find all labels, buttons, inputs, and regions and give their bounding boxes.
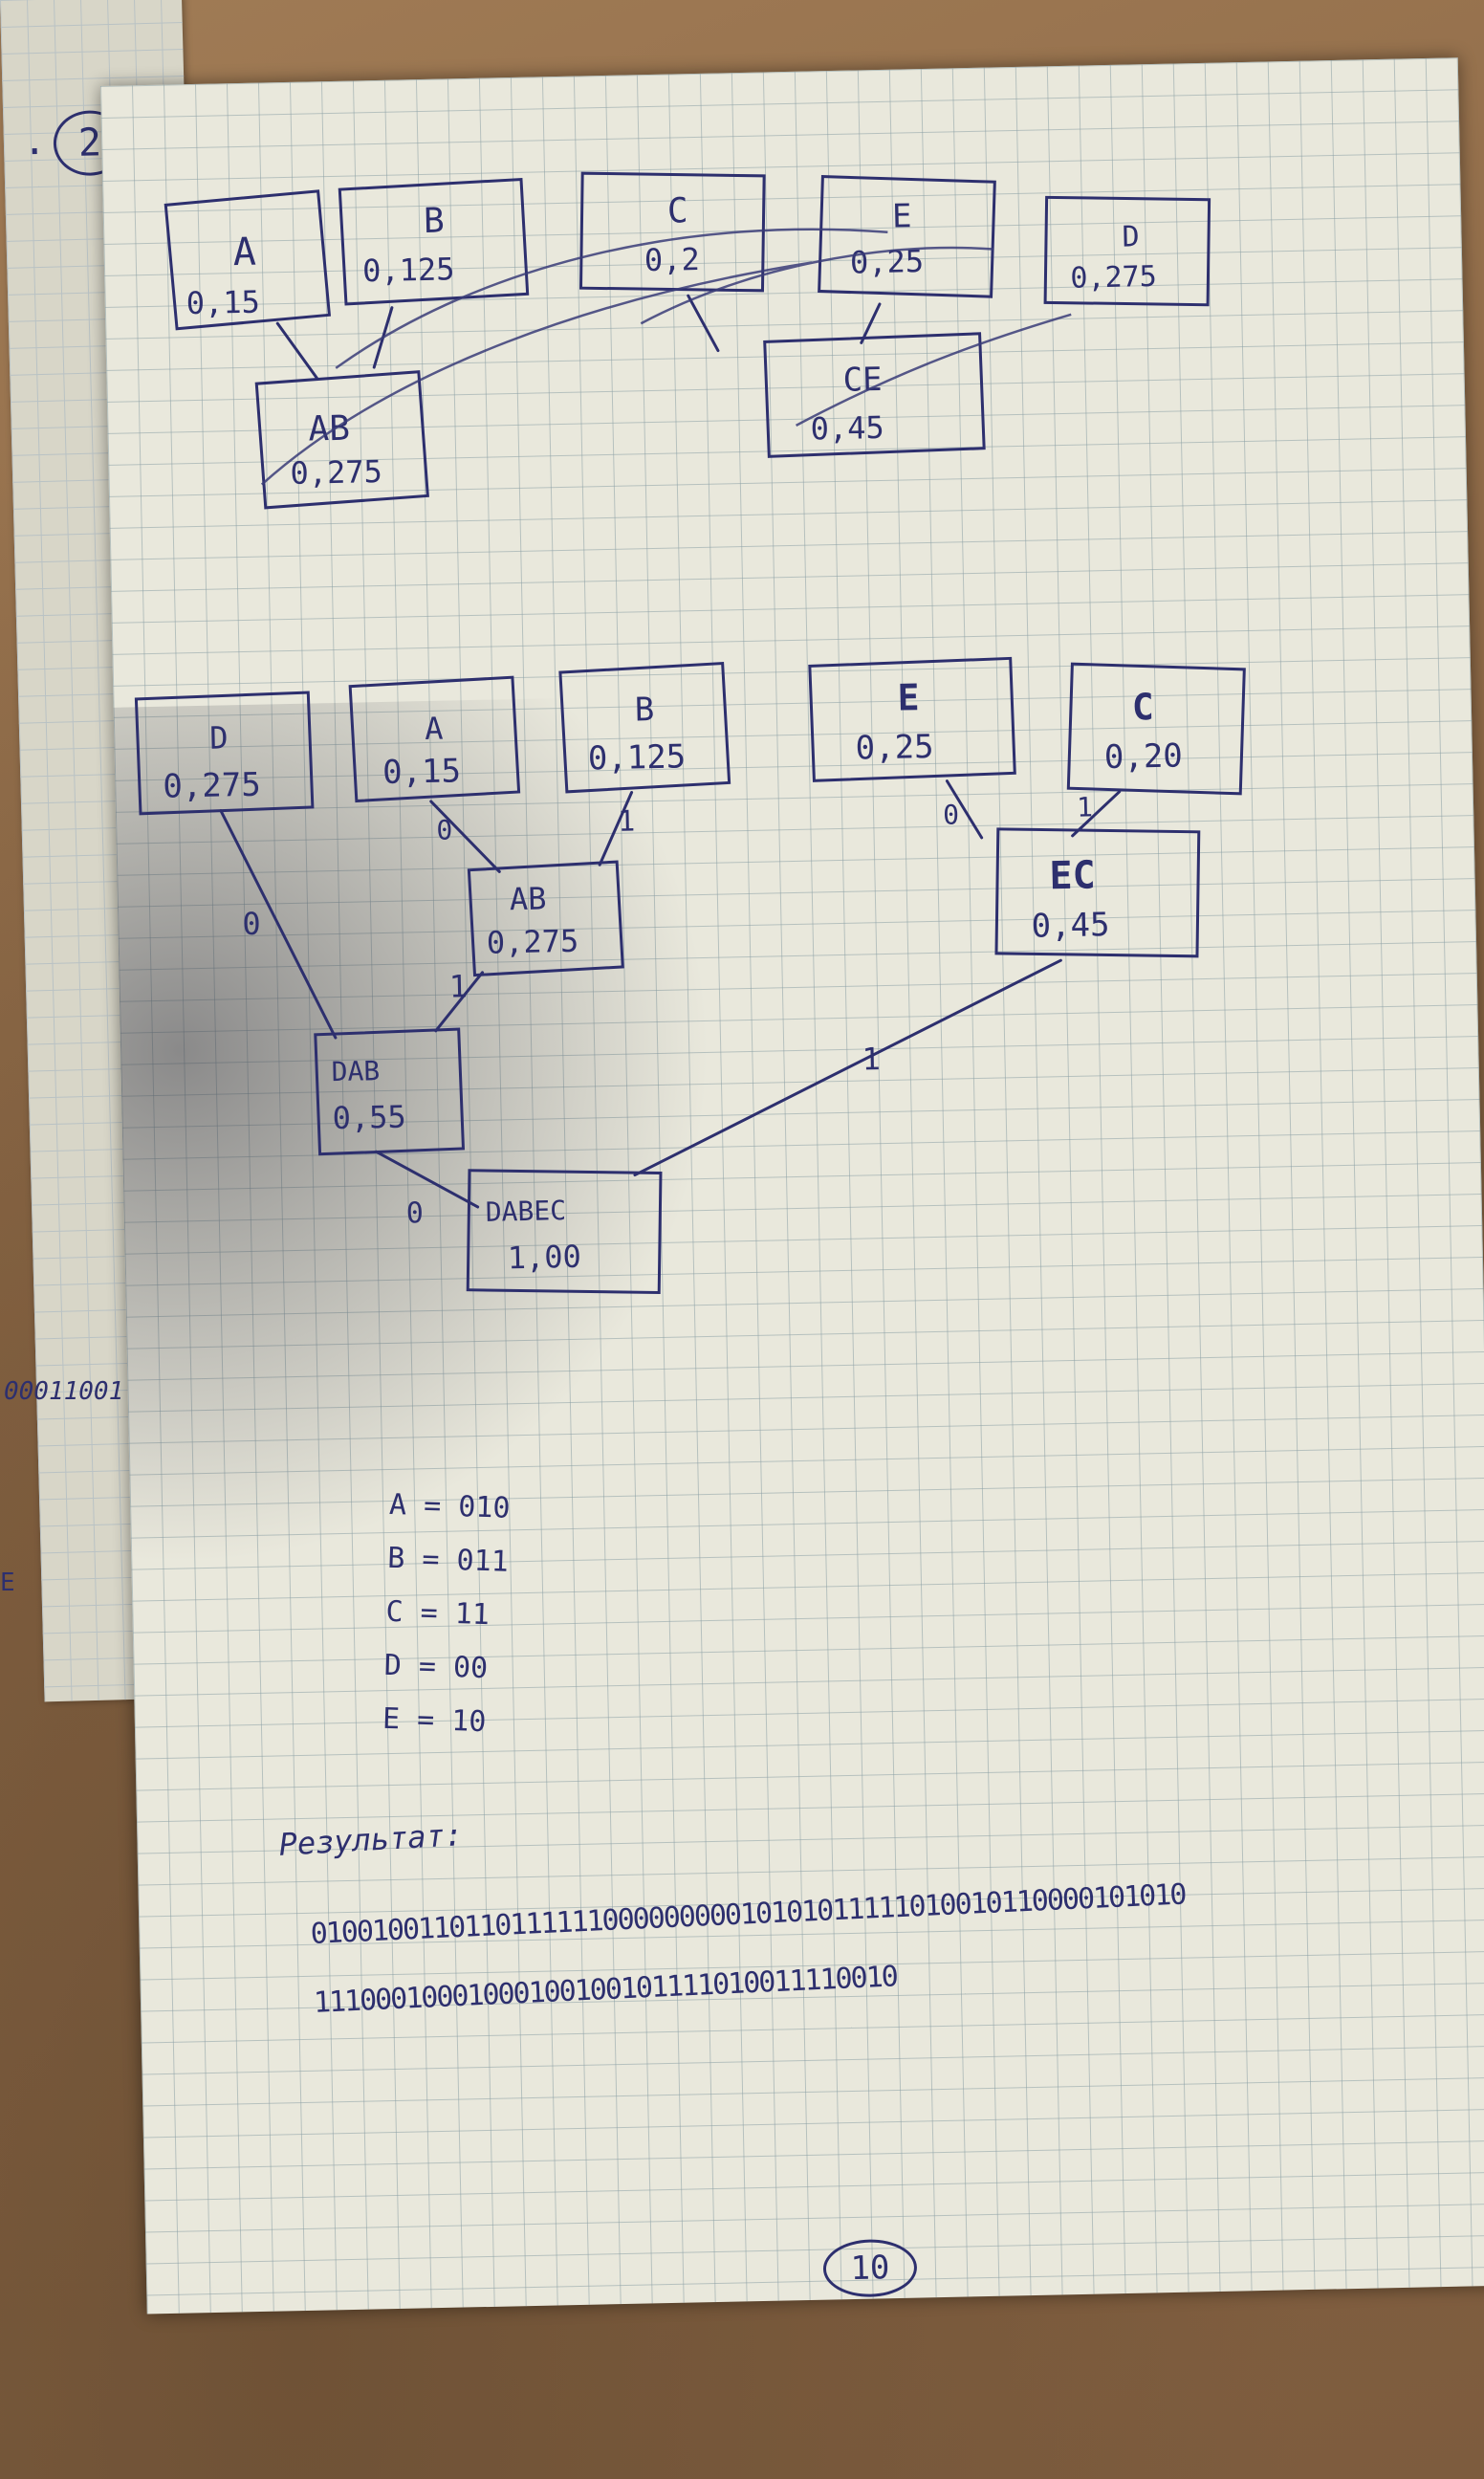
left-margin-letter: E [0,1569,15,1597]
step1-node-c: C 0,2 [578,171,766,293]
node-value: 0,275 [290,453,382,492]
result-label: Результат: [277,1816,465,1863]
edge [860,302,882,344]
edge-label: 1 [862,1041,881,1077]
tree-node-b: B 0,125 [558,661,731,794]
step1-node-b: B 0,125 [338,177,530,306]
node-label: EC [1049,853,1096,898]
edge-dab-dabec [374,1150,480,1209]
node-label: D [209,719,229,756]
node-label: AB [510,880,547,917]
code-symbol: E [382,1701,401,1737]
node-value: 0,125 [587,737,686,778]
code-value: 10 [450,1704,487,1740]
node-label: B [424,202,446,241]
edge-ab-dab [434,971,484,1033]
node-value: 0,275 [486,923,578,961]
edge-c-ec [1071,790,1122,838]
tree-node-c: C 0,20 [1066,662,1246,796]
task-dot: . [22,119,47,165]
node-label: A [425,711,444,747]
notebook-sheet: A 0,15 B 0,125 C 0,2 E 0,25 D 0,275 AB 0… [100,57,1484,2314]
step1-node-a: A 0,15 [164,189,332,331]
node-value: 0,125 [362,251,455,289]
node-value: 1,00 [507,1239,581,1277]
edge-ec-dabec [633,958,1062,1177]
edge-a-ab [429,800,501,873]
node-value: 0,45 [1031,906,1110,946]
node-value: 0,275 [1070,260,1157,296]
code-symbol: A [388,1487,407,1523]
tree-node-ab: AB 0,275 [467,860,624,977]
node-label: DAB [331,1055,380,1087]
node-label: B [634,691,654,729]
node-value: 0,25 [855,728,934,768]
node-label: D [1122,220,1140,253]
edge-label: 0 [242,906,261,942]
strike-through-scribble [260,228,1072,486]
node-label: E [897,676,920,718]
edge-b-ab [598,791,634,867]
node-value: 0,275 [163,766,261,806]
code-value: 00 [452,1651,489,1686]
step1-node-e: E 0,25 [818,175,996,298]
edge-label: 0 [436,814,453,845]
code-row-c: C = 11 [385,1586,508,1643]
result-bits: 0100100110110111111000000000101010111110… [309,1861,1189,2038]
edge [275,321,318,380]
node-label: A [232,230,256,274]
node-value: 0,2 [644,241,701,278]
edge-label: 0 [943,799,960,830]
node-value: 0,45 [810,409,884,448]
step1-node-d: D 0,275 [1043,195,1211,307]
node-value: 0,15 [382,752,462,792]
tree-node-e: E 0,25 [808,656,1016,782]
page-number: 10 [822,2238,918,2298]
step1-node-ce: CE 0,45 [763,332,986,458]
node-label: CE [842,361,883,400]
node-label: C [666,191,688,230]
code-row-d: D = 00 [383,1639,506,1697]
node-label: E [892,197,912,235]
code-table: A = 010 B = 011 C = 11 D = 00 E = 10 [382,1479,512,1750]
edge-label: 1 [618,804,636,838]
code-row-e: E = 10 [382,1693,504,1750]
code-value: 010 [457,1490,512,1525]
node-value: 0,15 [186,284,260,322]
code-value: 11 [454,1597,491,1633]
node-value: 0,55 [332,1099,406,1137]
tree-node-dabec: DABEC 1,00 [466,1169,663,1295]
huffman-diagram: A 0,15 B 0,125 C 0,2 E 0,25 D 0,275 AB 0… [134,171,1246,1295]
code-symbol: B [386,1541,405,1576]
node-label: DABEC [485,1195,566,1228]
edge-label: 0 [405,1196,424,1230]
tree-node-dab: DAB 0,55 [314,1027,466,1156]
edge [687,294,720,353]
node-value: 0,20 [1104,736,1184,777]
code-symbol: D [383,1648,403,1683]
edge-e-ec [945,779,984,840]
step1-node-ab: AB 0,275 [254,370,429,510]
edge-label: 1 [448,968,468,1004]
code-symbol: C [385,1594,404,1630]
code-value: 011 [456,1544,510,1579]
code-row-a: A = 010 [388,1479,511,1536]
code-row-b: B = 011 [386,1532,509,1590]
left-margin-bits: 00011001 [4,1377,124,1406]
node-label: C [1131,686,1154,728]
edge-label: 1 [1077,791,1094,823]
edge-d-dab [219,809,338,1040]
tree-node-d: D 0,275 [134,691,315,816]
tree-node-a: A 0,15 [348,675,521,803]
tree-node-ec: EC 0,45 [994,827,1201,958]
